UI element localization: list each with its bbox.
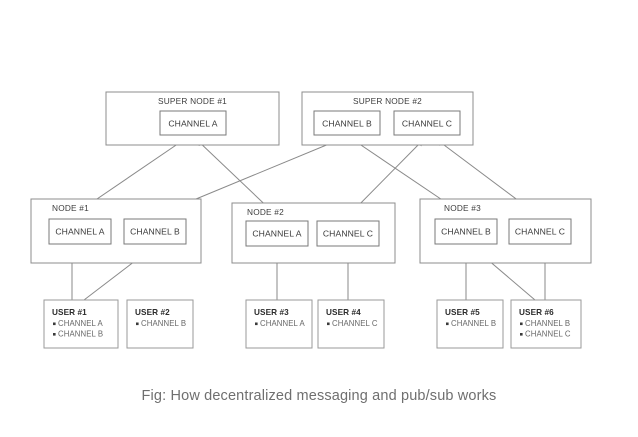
user-5-title: USER #5 (445, 308, 480, 317)
super-node-2-channel-c-box[interactable] (393, 110, 461, 136)
node-1-channel-a-box[interactable] (48, 218, 112, 245)
node-3-channel-c-box[interactable] (508, 218, 572, 245)
user-6-title: USER #6 (519, 308, 554, 317)
user-6[interactable]: USER #6 CHANNEL B CHANNEL C (510, 299, 582, 349)
user-1-title: USER #1 (52, 308, 87, 317)
node-2[interactable]: NODE #2 CHANNEL A CHANNEL C (231, 202, 396, 264)
user-4-title: USER #4 (326, 308, 361, 317)
user-1[interactable]: USER #1 CHANNEL A CHANNEL B (43, 299, 119, 349)
node-1-channel-b-box[interactable] (123, 218, 187, 245)
user-5-channel-0: CHANNEL B (451, 319, 496, 328)
node-1-channel-b-label: CHANNEL B (130, 227, 180, 237)
user-3[interactable]: USER #3 CHANNEL A (245, 299, 313, 349)
node-3-channel-c-label: CHANNEL C (515, 227, 565, 237)
super-node-2-channel-b-label: CHANNEL B (322, 119, 372, 129)
user-1-box (43, 299, 119, 349)
super-node-1-channel-a-label: CHANNEL A (168, 119, 217, 129)
user-6-bullet-0 (520, 322, 523, 326)
node-1-channel-a-label: CHANNEL A (55, 227, 104, 237)
user-5[interactable]: USER #5 CHANNEL B (436, 299, 504, 349)
node-3-channel-b-label: CHANNEL B (441, 227, 491, 237)
user-3-bullet-0 (255, 322, 258, 326)
user-2-title: USER #2 (135, 308, 170, 317)
user-3-title: USER #3 (254, 308, 289, 317)
user-1-bullet-0 (53, 322, 56, 326)
node-3-label: NODE #3 (444, 203, 481, 213)
figure-caption: Fig: How decentralized messaging and pub… (142, 388, 497, 404)
user-4-bullet-0 (327, 322, 330, 326)
super-node-1-channel-a-box[interactable] (159, 110, 227, 136)
node-2-label: NODE #2 (247, 207, 284, 217)
node-1-label: NODE #1 (52, 203, 89, 213)
super-node-2-label: SUPER NODE #2 (353, 96, 422, 106)
user-2-bullet-0 (136, 322, 139, 326)
super-node-2[interactable]: SUPER NODE #2 CHANNEL B CHANNEL C (301, 91, 474, 146)
user-6-box (510, 299, 582, 349)
node-1[interactable]: NODE #1 CHANNEL A CHANNEL B (30, 198, 202, 264)
user-2-channel-0: CHANNEL B (141, 319, 186, 328)
user-6-bullet-1 (520, 333, 523, 336)
super-node-1-label: SUPER NODE #1 (158, 96, 227, 106)
user-1-bullet-1 (53, 333, 56, 336)
node-2-channel-c-box[interactable] (316, 220, 380, 247)
user-1-channel-0: CHANNEL A (58, 319, 104, 328)
user-4[interactable]: USER #4 CHANNEL C (317, 299, 385, 349)
node-3-channel-b-box[interactable] (434, 218, 498, 245)
super-node-2-channel-b-box[interactable] (313, 110, 381, 136)
user-6-channel-0: CHANNEL B (525, 319, 570, 328)
user-1-channel-1: CHANNEL B (58, 330, 103, 339)
user-3-channel-0: CHANNEL A (260, 319, 306, 328)
user-2[interactable]: USER #2 CHANNEL B (126, 299, 194, 349)
user-5-bullet-0 (446, 322, 449, 326)
super-node-2-channel-c-label: CHANNEL C (402, 119, 452, 129)
node-2-channel-a-label: CHANNEL A (252, 229, 301, 239)
node-3[interactable]: NODE #3 CHANNEL B CHANNEL C (419, 198, 592, 264)
user-6-channel-1: CHANNEL C (525, 330, 571, 339)
node-2-channel-a-box[interactable] (245, 220, 309, 247)
node-2-channel-c-label: CHANNEL C (323, 229, 373, 239)
user-4-channel-0: CHANNEL C (332, 319, 378, 328)
super-node-1[interactable]: SUPER NODE #1 CHANNEL A (105, 91, 280, 146)
